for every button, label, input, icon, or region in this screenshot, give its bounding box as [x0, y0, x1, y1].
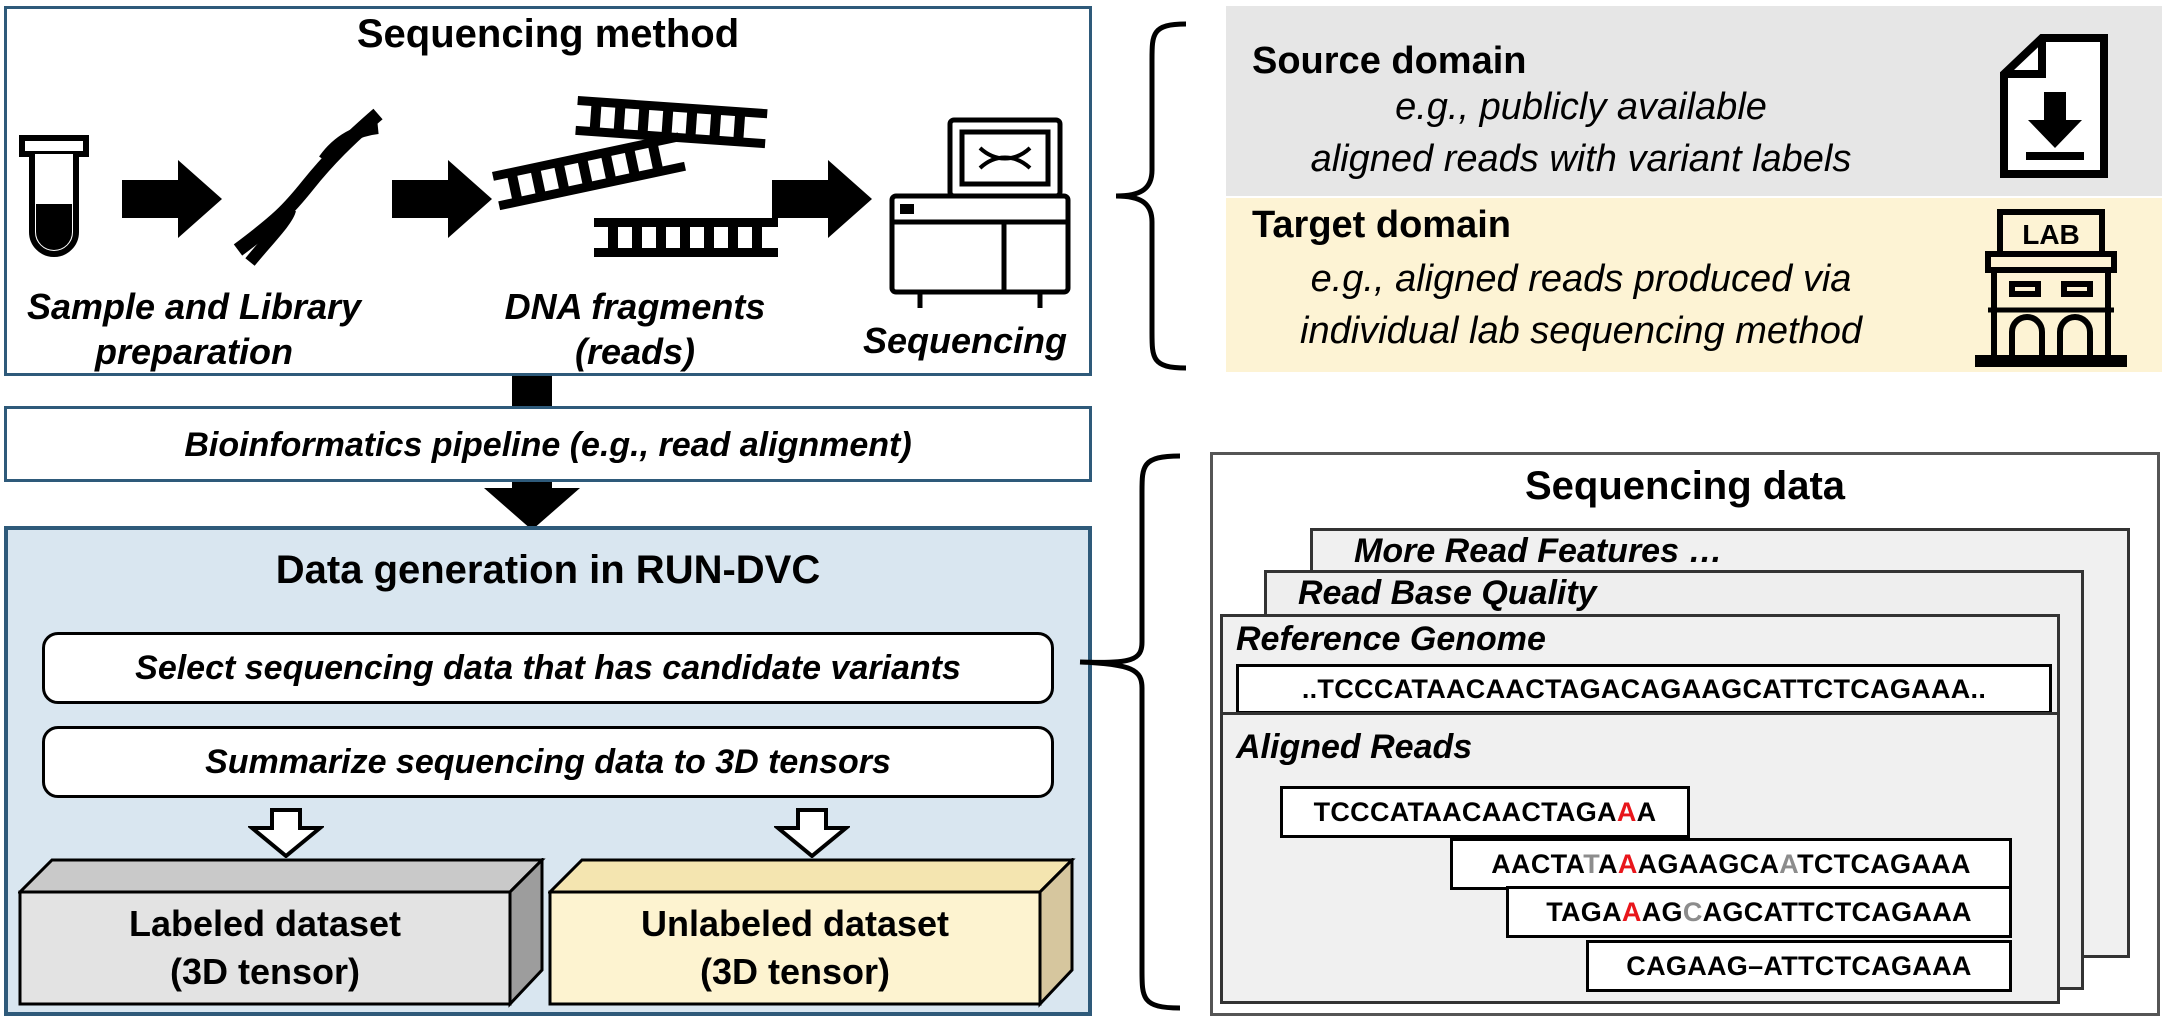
arrow-right-icon [772, 160, 872, 238]
connector-stem [512, 376, 552, 408]
data-generation-title: Data generation in RUN-DVC [275, 548, 821, 592]
sequencing-data-title: Sequencing data [1524, 464, 1846, 508]
source-domain-title: Source domain [1252, 40, 1527, 82]
arrow-right-icon [122, 160, 222, 238]
dna-fragments-line1: DNA fragments [504, 286, 766, 327]
read-variant-base: A [1616, 797, 1637, 827]
reference-genome-label: Reference Genome [1236, 620, 1546, 658]
aligned-read: AACTATAAAGAAGCAATCTCAGAAA [1450, 838, 2012, 890]
sequencing-method-title: Sequencing method [356, 12, 740, 56]
lab-building-icon: LAB [1975, 209, 2127, 367]
source-domain-desc-line1: e.g., publicly available [1395, 86, 1767, 128]
aligned-read: TAGAAAGCAGCATTCTCAGAAA [1506, 886, 2012, 938]
layer-more-read-features-label: More Read Features … [1354, 532, 1723, 570]
download-document-icon [2000, 34, 2108, 178]
read-segment: AG [1641, 897, 1683, 927]
unlabeled-dataset-box [548, 858, 1076, 1008]
pipeline-box [4, 406, 1092, 482]
read-segment: TCCCATAACAACTAGA [1313, 797, 1617, 827]
read-segment: A [1598, 849, 1618, 879]
read-segment: AACTA [1491, 849, 1584, 879]
unlabeled-dataset-label: Unlabeled dataset (3D tensor) [550, 900, 1040, 996]
sequencing-caption: Sequencing [862, 320, 1068, 361]
read-segment: AGAAGCA [1637, 849, 1780, 879]
target-domain-panel [1226, 198, 2162, 372]
aligned-read: CAGAAG–ATTCTCAGAAA [1586, 940, 2012, 992]
sample-library-line2: preparation [94, 331, 294, 372]
unlabeled-dataset-line2: (3D tensor) [699, 951, 891, 992]
dna-fragments-icon [492, 96, 778, 257]
aligned-read: TCCCATAACAACTAGAAA [1280, 786, 1690, 838]
sequencer-icon [889, 117, 1071, 308]
hollow-arrow-down-icon [248, 808, 324, 858]
read-variant-base: A [1621, 897, 1642, 927]
hollow-arrow-down-icon [774, 808, 850, 858]
read-low-quality-base: A [1779, 849, 1798, 879]
domains-brace [1115, 21, 1187, 371]
sample-library-caption: Sample and Library preparation [4, 284, 384, 374]
read-segment: CAGAAG–ATTCTCAGAAA [1626, 951, 1972, 981]
read-variant-base: A [1617, 849, 1638, 879]
target-domain-desc-line1: e.g., aligned reads produced via [1310, 258, 1852, 300]
test-tube-icon [19, 135, 89, 257]
labeled-dataset-line2: (3D tensor) [169, 951, 361, 992]
read-segment: TCTCAGAAA [1797, 849, 1971, 879]
unlabeled-dataset-line1: Unlabeled dataset [640, 903, 950, 944]
reference-sequence: ..TCCCATAACAACTAGACAGAAGCATTCTCAGAAA.. [1236, 664, 2052, 714]
aligned-reads-label: Aligned Reads [1236, 728, 1473, 766]
read-segment: AGCATTCTCAGAAA [1702, 897, 1972, 927]
dna-fragments-line2: (reads) [574, 331, 696, 372]
read-segment: A [1636, 797, 1657, 827]
pipeline-label: Bioinformatics pipeline (e.g., read alig… [184, 426, 912, 464]
sample-library-line1: Sample and Library [26, 286, 362, 327]
labeled-dataset-box [18, 858, 546, 1008]
read-low-quality-base: C [1682, 897, 1703, 927]
labeled-dataset-label: Labeled dataset (3D tensor) [20, 900, 510, 996]
sequencing-data-brace [1079, 453, 1181, 1011]
read-segment: TAGA [1546, 897, 1622, 927]
summarize-tensors-step: Summarize sequencing data to 3D tensors [42, 726, 1054, 798]
layer-read-base-quality-label: Read Base Quality [1298, 574, 1597, 612]
source-domain-desc-line2: aligned reads with variant labels [1310, 138, 1852, 180]
arrow-right-icon [392, 160, 492, 238]
target-domain-title: Target domain [1252, 204, 1511, 246]
dna-helix-icon [233, 108, 383, 266]
target-domain-desc-line2: individual lab sequencing method [1300, 310, 1862, 352]
lab-sign-text: LAB [2022, 219, 2080, 250]
select-sequencing-data-step: Select sequencing data that has candidat… [42, 632, 1054, 704]
labeled-dataset-line1: Labeled dataset [128, 903, 402, 944]
dna-fragments-caption: DNA fragments (reads) [470, 284, 800, 374]
read-low-quality-base: T [1583, 849, 1599, 879]
arrow-down-icon [484, 482, 580, 530]
layer-divider [1220, 712, 2060, 715]
